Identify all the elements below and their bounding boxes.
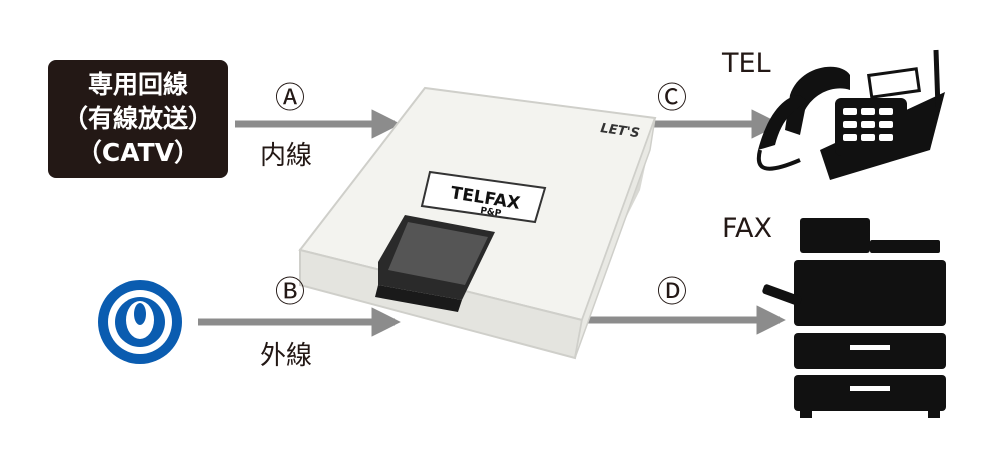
marker-d: Ⓓ	[657, 275, 687, 310]
fax-machine-icon	[762, 218, 946, 418]
dedicated-line-box: 専用回線 （有線放送） （CATV）	[48, 60, 228, 178]
telfax-device	[298, 86, 657, 360]
ntt-logo-icon	[98, 280, 182, 364]
fax-label: FAX	[722, 213, 773, 244]
telephone-icon	[756, 49, 945, 180]
marker-a: Ⓐ	[275, 81, 305, 116]
dedicated-line-label: 専用回線	[87, 70, 188, 99]
internal-line-label: 内線	[260, 141, 313, 171]
catv-label: （CATV）	[76, 138, 200, 167]
external-line-label: 外線	[260, 341, 313, 371]
tel-label: TEL	[722, 48, 771, 79]
cable-broadcast-label: （有線放送）	[62, 104, 213, 133]
marker-b: Ⓑ	[275, 275, 305, 310]
marker-c: Ⓒ	[657, 81, 687, 116]
device-brand-text: LET'S	[599, 121, 640, 141]
device-sub-text: P&P	[480, 206, 503, 219]
